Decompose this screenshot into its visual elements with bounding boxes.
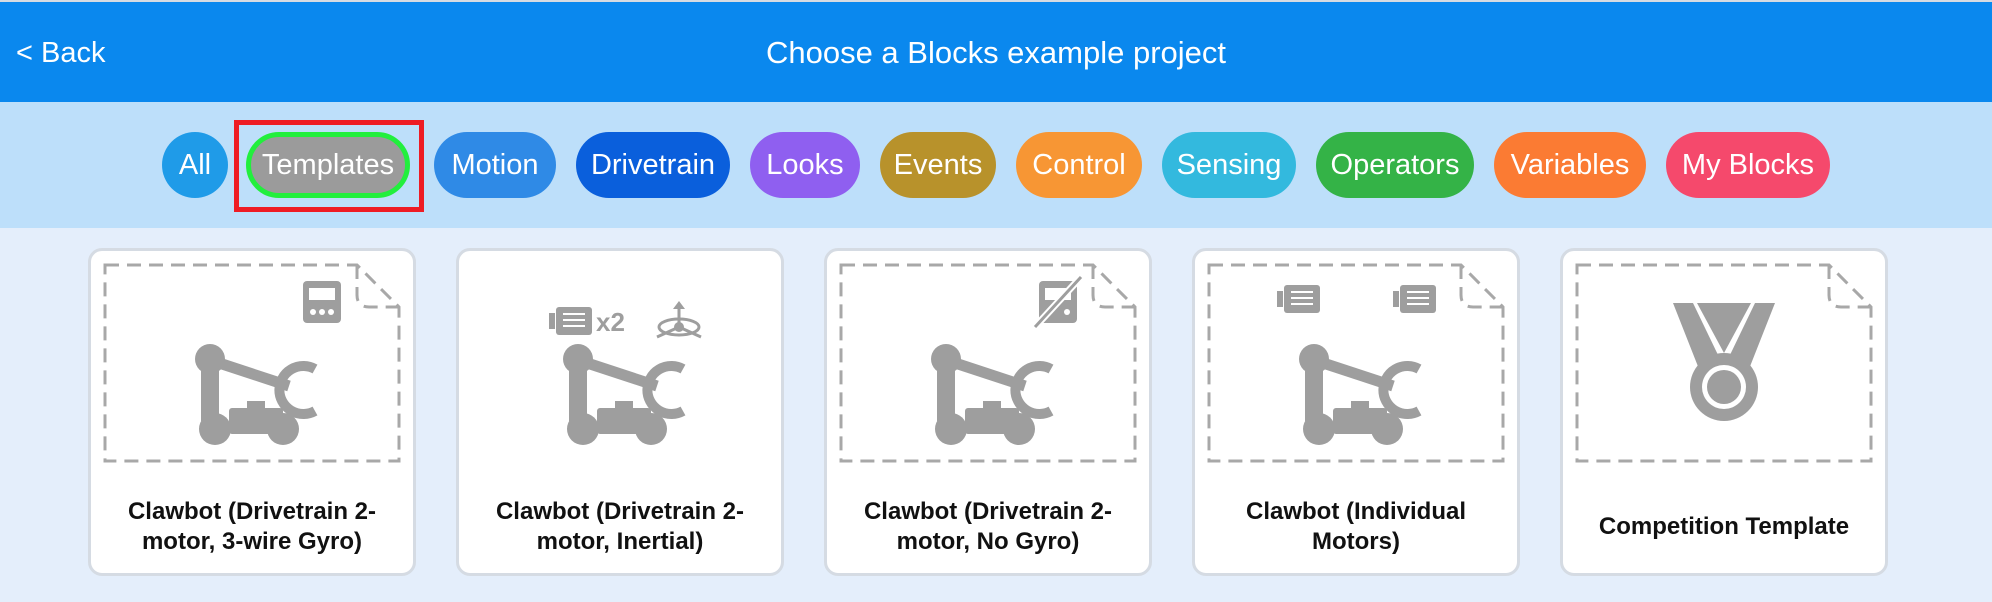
page-title: Choose a Blocks example project	[765, 35, 1227, 70]
clawbot-icon	[1299, 344, 1422, 445]
template-file-icon	[1207, 263, 1505, 463]
template-file-icon	[103, 263, 401, 463]
filter-templates[interactable]: Templates	[246, 132, 410, 198]
filter-sensing[interactable]: Sensing	[1162, 132, 1296, 198]
project-card-clawbot-no-gyro[interactable]: Clawbot (Drivetrain 2- motor, No Gyro)	[824, 248, 1152, 576]
project-card-competition-template[interactable]: Competition Template	[1560, 248, 1888, 576]
clawbot-icon	[195, 344, 318, 445]
filter-looks[interactable]: Looks	[750, 132, 860, 198]
filter-control[interactable]: Control	[1016, 132, 1142, 198]
project-card-label: Clawbot (Individual Motors)	[1246, 498, 1466, 555]
project-card-clawbot-individual-motors[interactable]: Clawbot (Individual Motors)	[1192, 248, 1520, 576]
filter-my-blocks[interactable]: My Blocks	[1666, 132, 1830, 198]
category-filter-bar: All Templates Motion Drivetrain Looks Ev…	[0, 102, 1992, 228]
filter-operators[interactable]: Operators	[1316, 132, 1474, 198]
project-card-label: Competition Template	[1598, 513, 1850, 540]
brain-icon	[303, 281, 341, 323]
template-file-icon	[1575, 263, 1873, 463]
project-card-label: Clawbot (Drivetrain 2- motor, 3-wire Gyr…	[127, 498, 377, 555]
project-card-label: Clawbot (Drivetrain 2- motor, Inertial)	[495, 498, 745, 555]
back-button[interactable]: < Back	[16, 37, 106, 69]
project-card-label: Clawbot (Drivetrain 2- motor, No Gyro)	[863, 498, 1113, 555]
motor-count-text: x2	[596, 307, 625, 337]
filter-drivetrain[interactable]: Drivetrain	[576, 132, 730, 198]
filter-variables[interactable]: Variables	[1494, 132, 1646, 198]
clawbot-icon	[931, 344, 1054, 445]
project-card-clawbot-3wire-gyro[interactable]: Clawbot (Drivetrain 2- motor, 3-wire Gyr…	[88, 248, 416, 576]
filter-events[interactable]: Events	[880, 132, 996, 198]
no-gyro-icon	[1032, 274, 1084, 330]
clawbot-icon	[563, 344, 686, 445]
project-card-clawbot-inertial[interactable]: x2 Clawbot (Drivetrain 2- motor, Inertia…	[456, 248, 784, 576]
filter-motion[interactable]: Motion	[434, 132, 556, 198]
header-bar: < Back Choose a Blocks example project	[0, 0, 1992, 102]
filter-all[interactable]: All	[162, 132, 228, 198]
motor-x2-and-inertial-sensor-icon: x2	[549, 301, 702, 339]
medal-icon	[1673, 303, 1775, 421]
template-file-icon	[839, 263, 1137, 463]
two-motors-icon	[1277, 285, 1436, 313]
template-file-icon: x2	[549, 301, 702, 445]
